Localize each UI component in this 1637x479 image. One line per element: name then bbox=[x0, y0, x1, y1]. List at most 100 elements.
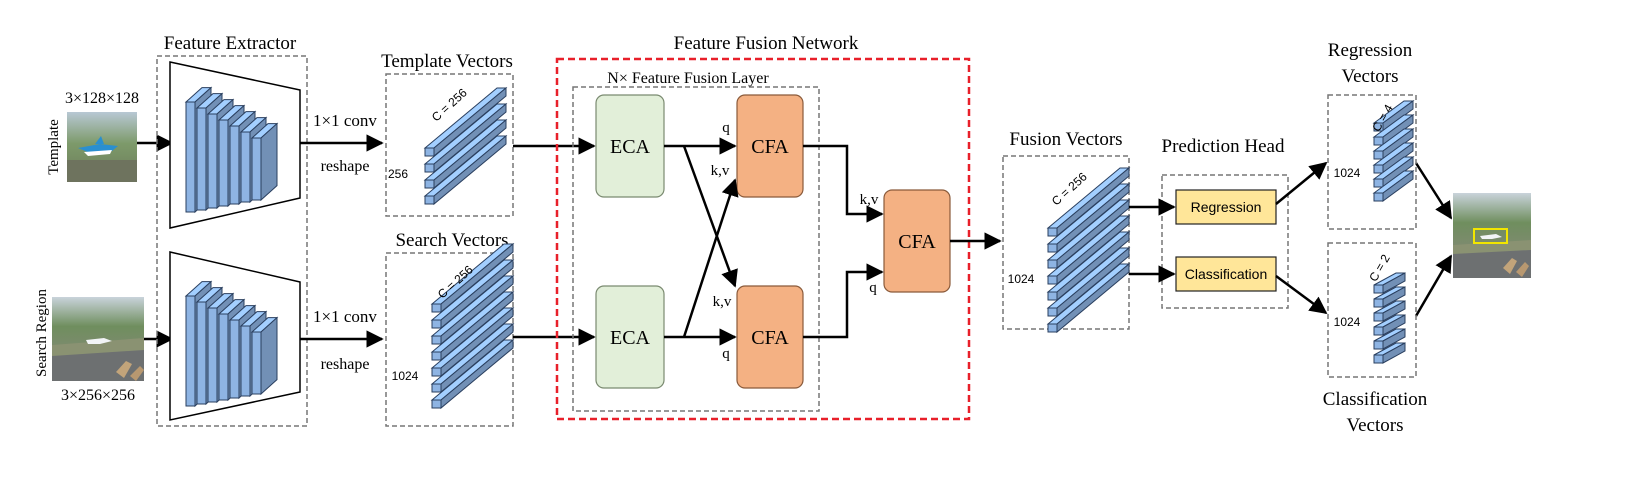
classification-head-label: Classification bbox=[1185, 266, 1267, 282]
backbone-bottom-slab-front bbox=[240, 325, 251, 397]
template-vectors-title: Template Vectors bbox=[381, 51, 513, 72]
fusion-vector-stack bbox=[1046, 166, 1131, 334]
classification-vector-stack bbox=[1373, 272, 1406, 364]
regression-head: Regression bbox=[1175, 189, 1277, 225]
reshape-label-bottom: reshape bbox=[321, 356, 370, 373]
kv-label-final: k,v bbox=[860, 192, 879, 208]
backbone-bottom-slab-front bbox=[229, 319, 240, 399]
fusion-vector-front bbox=[1047, 259, 1058, 269]
search-region-image bbox=[52, 297, 144, 381]
cfa-final-label: CFA bbox=[898, 231, 936, 253]
backbone-bottom bbox=[169, 251, 301, 421]
regression-head-label: Regression bbox=[1191, 199, 1262, 215]
fusion-vector-front bbox=[1047, 307, 1058, 317]
classification-vector-front bbox=[1373, 326, 1384, 336]
fusion-vector-front bbox=[1047, 227, 1058, 237]
kv-label-top: k,v bbox=[711, 163, 730, 179]
eca-bottom-label: ECA bbox=[610, 327, 651, 349]
reshape-label-top: reshape bbox=[321, 158, 370, 175]
regression-length-label: 1024 bbox=[1334, 166, 1361, 180]
regression-vectors-title-2: Vectors bbox=[1342, 66, 1399, 87]
search-vector-front bbox=[431, 319, 442, 329]
conv-label-top: 1×1 conv bbox=[313, 111, 377, 130]
classification-vector-front bbox=[1373, 312, 1384, 322]
classification-vector-front bbox=[1373, 340, 1384, 350]
regression-vector-front bbox=[1373, 192, 1384, 202]
classification-vectors-box bbox=[1327, 242, 1417, 378]
template-size-label: 3×128×128 bbox=[65, 90, 139, 107]
kv-label-bottom: k,v bbox=[713, 294, 732, 310]
backbone-top-slab-front bbox=[251, 137, 262, 201]
regression-vectors-title-1: Regression bbox=[1328, 40, 1413, 61]
prediction-head-box bbox=[1161, 174, 1289, 309]
search-vectors-box bbox=[385, 252, 514, 427]
fusion-vectors-box bbox=[1002, 155, 1130, 330]
search-length-label: 1024 bbox=[392, 369, 419, 383]
eca-top-label: ECA bbox=[610, 136, 651, 158]
backbone-bottom-slab-front bbox=[207, 307, 218, 403]
feature-fusion-network-title: Feature Fusion Network bbox=[674, 33, 859, 54]
template-vector-front bbox=[424, 179, 435, 189]
head-arrows bbox=[1129, 161, 1453, 317]
search-vector-front bbox=[431, 335, 442, 345]
fusion-vector-front bbox=[1047, 291, 1058, 301]
backbone-bottom-slab-front bbox=[218, 313, 229, 401]
classification-vector-front bbox=[1373, 298, 1384, 308]
cfa-top-block: CFA bbox=[736, 94, 804, 198]
template-vector-front bbox=[424, 163, 435, 173]
fusion-layer-title: N× Feature Fusion Layer bbox=[607, 70, 769, 87]
search-vector-stack bbox=[430, 242, 515, 410]
classification-vector-front bbox=[1373, 284, 1384, 294]
backbone-top-slab-front bbox=[240, 131, 251, 203]
backbone-bottom-slab-front bbox=[196, 301, 207, 405]
template-length-label: 256 bbox=[388, 167, 408, 181]
backbone-top-slab-front bbox=[229, 125, 240, 205]
fusion-vectors-title: Fusion Vectors bbox=[1009, 129, 1122, 150]
eca-bottom-block: ECA bbox=[595, 285, 665, 389]
template-vector-front bbox=[424, 195, 435, 205]
classification-length-label: 1024 bbox=[1334, 315, 1361, 329]
template-image bbox=[67, 112, 137, 182]
backbone-bottom-slab-front bbox=[251, 331, 262, 395]
regression-vector-front bbox=[1373, 136, 1384, 146]
feature-extractor-title: Feature Extractor bbox=[164, 33, 297, 54]
fusion-vector-front bbox=[1047, 243, 1058, 253]
output-image bbox=[1453, 193, 1531, 278]
backbone-top-slab-front bbox=[218, 119, 229, 207]
classification-head: Classification bbox=[1175, 256, 1277, 292]
q-label-final: q bbox=[869, 280, 877, 296]
search-vector-front bbox=[431, 399, 442, 409]
fusion-vector-front bbox=[1047, 323, 1058, 333]
search-vector-front bbox=[431, 383, 442, 393]
cfa-final-block: CFA bbox=[883, 189, 951, 293]
fusion-layer-box bbox=[572, 86, 820, 412]
classification-vectors-title-1: Classification bbox=[1323, 389, 1428, 410]
template-vector-stack bbox=[423, 86, 508, 206]
feature-fusion-network-box bbox=[555, 57, 971, 421]
eca-top-block: ECA bbox=[595, 94, 665, 198]
search-vector-front bbox=[431, 367, 442, 377]
regression-vector-stack bbox=[1372, 100, 1415, 202]
feature-extractor-box bbox=[156, 55, 308, 427]
q-label-bottom: q bbox=[722, 346, 730, 362]
regression-vector-front bbox=[1373, 164, 1384, 174]
backbone-bottom-slab-front bbox=[185, 295, 196, 407]
backbone-top-slab-front bbox=[207, 113, 218, 209]
search-vector-front bbox=[431, 303, 442, 313]
backbone-top-slab-front bbox=[185, 101, 196, 213]
cfa-bottom-label: CFA bbox=[751, 327, 789, 349]
classification-vector-front bbox=[1373, 354, 1384, 364]
conv-label-bottom: 1×1 conv bbox=[313, 307, 377, 326]
fusion-connections bbox=[664, 137, 1002, 346]
q-label-top: q bbox=[722, 120, 730, 136]
backbone-top bbox=[169, 61, 301, 229]
search-vectors-title: Search Vectors bbox=[395, 230, 508, 251]
template-label: Template bbox=[46, 119, 62, 175]
search-region-label: Search Region bbox=[34, 289, 50, 377]
backbone-top-slab-front bbox=[196, 107, 207, 211]
classification-vectors-title-2: Vectors bbox=[1347, 415, 1404, 436]
template-vectors-box bbox=[385, 73, 514, 217]
cfa-bottom-block: CFA bbox=[736, 285, 804, 389]
regression-vector-front bbox=[1373, 150, 1384, 160]
